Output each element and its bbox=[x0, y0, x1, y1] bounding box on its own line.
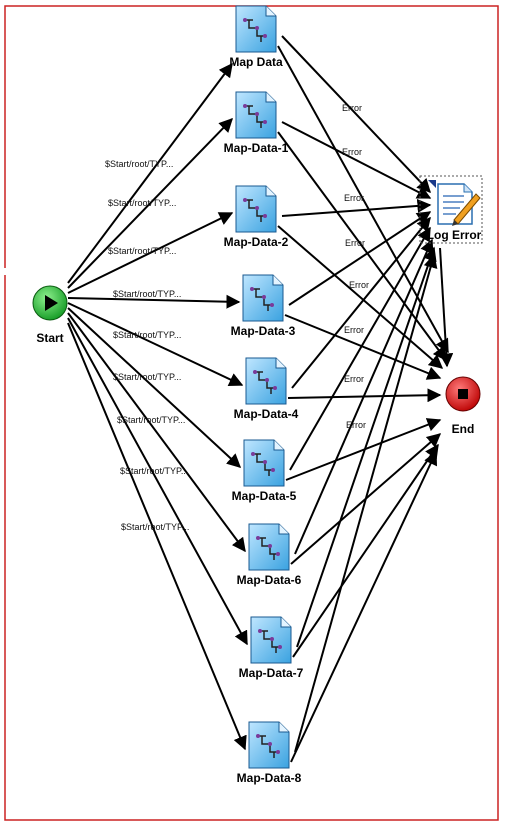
map-to-log-error-edge-6[interactable] bbox=[294, 238, 434, 555]
condition-label: $Start/root/TYP... bbox=[108, 246, 176, 256]
end-label: End bbox=[452, 422, 475, 436]
log-error-label: Log Error bbox=[427, 228, 482, 242]
error-label: Error bbox=[346, 420, 366, 430]
map-node-label: Map-Data-1 bbox=[224, 141, 289, 155]
error-label: Error bbox=[342, 103, 362, 113]
map-node-4[interactable]: Map-Data-4 bbox=[234, 357, 299, 421]
map-node-label: Map-Data-4 bbox=[234, 407, 299, 421]
map-to-log-error-edge-7[interactable] bbox=[296, 246, 437, 648]
condition-label: $Start/root/TYP... bbox=[113, 289, 181, 299]
map-node-7[interactable]: Map-Data-7 bbox=[239, 616, 304, 680]
map-document-icon bbox=[235, 185, 277, 233]
map-to-end-edge-7[interactable] bbox=[292, 443, 439, 658]
start-to-map-edge-1[interactable] bbox=[67, 117, 233, 289]
start-to-map-edge-7[interactable] bbox=[67, 317, 248, 646]
map-to-log-error-edge-1[interactable] bbox=[281, 121, 432, 199]
error-label: Error bbox=[344, 325, 364, 335]
start-to-map-edge-6[interactable] bbox=[67, 312, 246, 553]
condition-label: $Start/root/TYP... bbox=[105, 159, 173, 169]
map-document-icon bbox=[250, 616, 292, 664]
map-to-log-error-edge-4[interactable] bbox=[291, 216, 431, 389]
nodes-layer: Start End Log Error Map D bbox=[32, 5, 483, 785]
map-node-label: Map-Data-6 bbox=[237, 573, 302, 587]
map-node-2[interactable]: Map-Data-2 bbox=[224, 185, 289, 249]
map-to-end-edge-8[interactable] bbox=[290, 450, 438, 763]
map-document-icon bbox=[235, 91, 277, 139]
condition-label: $Start/root/TYP... bbox=[113, 330, 181, 340]
map-node-label: Map-Data-7 bbox=[239, 666, 304, 680]
start-to-map-edge-0[interactable] bbox=[67, 62, 233, 284]
map-node-label: Map Data bbox=[229, 55, 283, 69]
map-node-5[interactable]: Map-Data-5 bbox=[232, 439, 297, 503]
map-to-log-error-edge-2[interactable] bbox=[281, 198, 432, 217]
map-to-log-error-edge-3[interactable] bbox=[288, 211, 432, 306]
map-document-icon bbox=[248, 721, 290, 769]
map-document-icon bbox=[242, 274, 284, 322]
map-node-1[interactable]: Map-Data-1 bbox=[224, 91, 289, 155]
error-label: Error bbox=[342, 147, 362, 157]
start-to-map-edge-2[interactable] bbox=[67, 212, 234, 294]
map-node-3[interactable]: Map-Data-3 bbox=[231, 274, 296, 338]
diagram-border bbox=[4, 5, 499, 821]
condition-label: $Start/root/TYP... bbox=[117, 415, 185, 425]
condition-label: $Start/root/TYP... bbox=[120, 466, 188, 476]
map-node-label: Map-Data-8 bbox=[237, 771, 302, 785]
start-to-map-edge-5[interactable] bbox=[67, 307, 242, 468]
error-label: Error bbox=[345, 238, 365, 248]
play-icon bbox=[45, 295, 58, 311]
stop-icon bbox=[458, 389, 468, 399]
log-error-node[interactable]: Log Error bbox=[419, 175, 483, 244]
map-node-6[interactable]: Map-Data-6 bbox=[237, 523, 302, 587]
map-to-end-edge-2[interactable] bbox=[277, 225, 444, 369]
error-label: Error bbox=[349, 280, 369, 290]
map-node-0[interactable]: Map Data bbox=[229, 5, 283, 69]
start-to-map-edge-4[interactable] bbox=[67, 302, 244, 386]
map-node-8[interactable]: Map-Data-8 bbox=[237, 721, 302, 785]
start-label: Start bbox=[36, 331, 63, 345]
condition-label: $Start/root/TYP... bbox=[108, 198, 176, 208]
map-to-end-edge-5[interactable] bbox=[285, 418, 442, 481]
map-node-label: Map-Data-5 bbox=[232, 489, 297, 503]
map-node-label: Map-Data-2 bbox=[224, 235, 289, 249]
log-error-to-end-edge[interactable] bbox=[439, 247, 454, 368]
map-to-log-error-edge-0[interactable] bbox=[281, 35, 431, 194]
error-label: Error bbox=[344, 374, 364, 384]
map-node-label: Map-Data-3 bbox=[231, 324, 296, 338]
edit-document-icon bbox=[428, 180, 481, 226]
map-to-log-error-edge-8[interactable] bbox=[294, 253, 438, 753]
map-document-icon bbox=[243, 439, 285, 487]
start-node[interactable]: Start bbox=[32, 285, 68, 345]
map-document-icon bbox=[235, 5, 277, 53]
end-node[interactable]: End bbox=[445, 376, 481, 436]
condition-label: $Start/root/TYP... bbox=[113, 372, 181, 382]
map-document-icon bbox=[248, 523, 290, 571]
edge-labels-layer: $Start/root/TYP... $Start/root/TYP... $Sta… bbox=[105, 103, 369, 532]
map-nodes: Map DataMap-Data-1Map-Data-2Map-Data-3Ma… bbox=[224, 5, 304, 785]
map-document-icon bbox=[245, 357, 287, 405]
edges-layer bbox=[67, 35, 454, 763]
start-to-map-edge-8[interactable] bbox=[67, 322, 247, 751]
condition-label: $Start/root/TYP... bbox=[121, 522, 189, 532]
start-to-map-edge-3[interactable] bbox=[67, 294, 241, 309]
map-to-end-edge-0[interactable] bbox=[277, 45, 449, 354]
error-label: Error bbox=[344, 193, 364, 203]
map-to-log-error-edge-5[interactable] bbox=[289, 226, 431, 471]
map-to-end-edge-1[interactable] bbox=[277, 131, 447, 362]
